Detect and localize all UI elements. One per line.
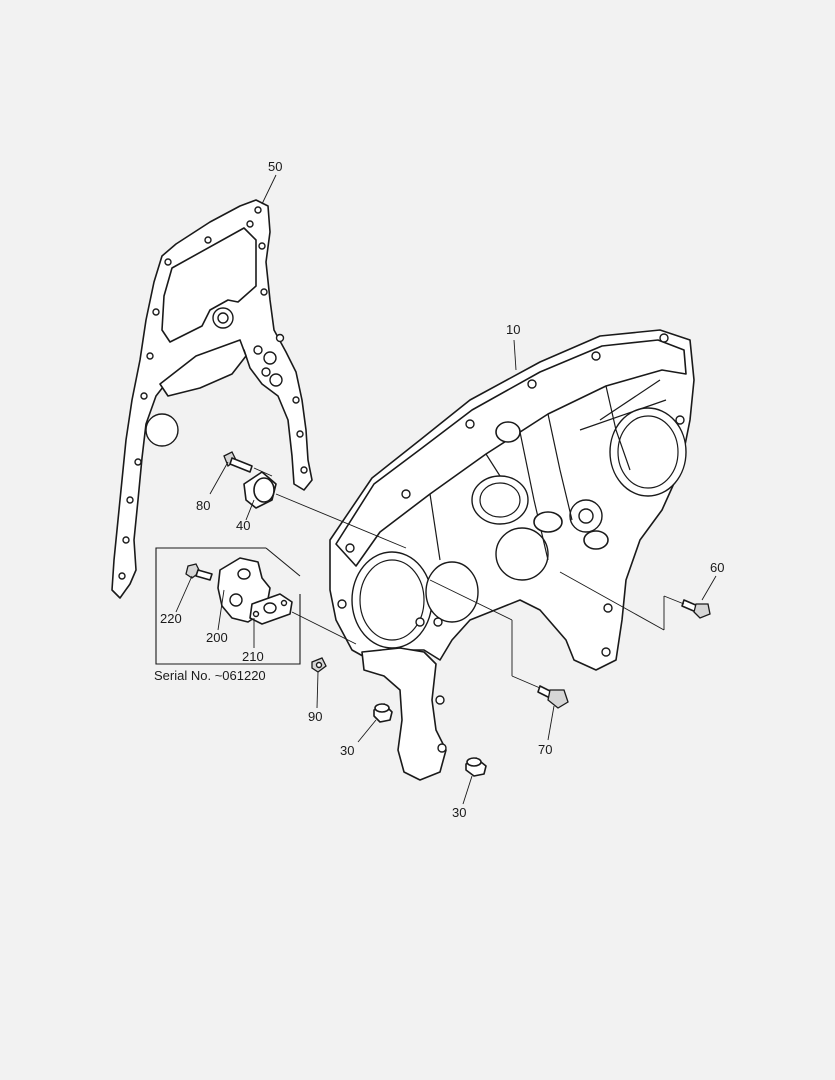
callout-30-a: 30 bbox=[340, 743, 354, 758]
callout-210: 210 bbox=[242, 649, 264, 664]
serial-number-note: Serial No. ~061220 bbox=[154, 668, 266, 683]
callout-70: 70 bbox=[538, 742, 552, 757]
callout-220: 220 bbox=[160, 611, 182, 626]
bolt-part-70 bbox=[537, 685, 569, 709]
callout-50: 50 bbox=[268, 159, 282, 174]
callout-40: 40 bbox=[236, 518, 250, 533]
bolt-part-60 bbox=[681, 599, 711, 619]
callout-30-b: 30 bbox=[452, 805, 466, 820]
callout-60: 60 bbox=[710, 560, 724, 575]
bolt-part-80 bbox=[223, 451, 253, 473]
nut-part-90 bbox=[311, 657, 327, 673]
bolt-part-220 bbox=[185, 563, 213, 581]
lower-bracket bbox=[361, 647, 447, 781]
gasket-part-50 bbox=[111, 199, 313, 599]
serial-inset-box bbox=[155, 547, 301, 665]
dowel-pin-part-30-b bbox=[465, 757, 487, 777]
assembly-lines bbox=[175, 174, 717, 805]
front-cover-housing-part-10 bbox=[329, 329, 695, 671]
callout-90: 90 bbox=[308, 709, 322, 724]
callout-200: 200 bbox=[206, 630, 228, 645]
bushing-part-40 bbox=[243, 471, 277, 509]
callout-80: 80 bbox=[196, 498, 210, 513]
dowel-pin-part-30-a bbox=[373, 703, 393, 723]
callout-10: 10 bbox=[506, 322, 520, 337]
gasket-part-210 bbox=[249, 593, 293, 625]
